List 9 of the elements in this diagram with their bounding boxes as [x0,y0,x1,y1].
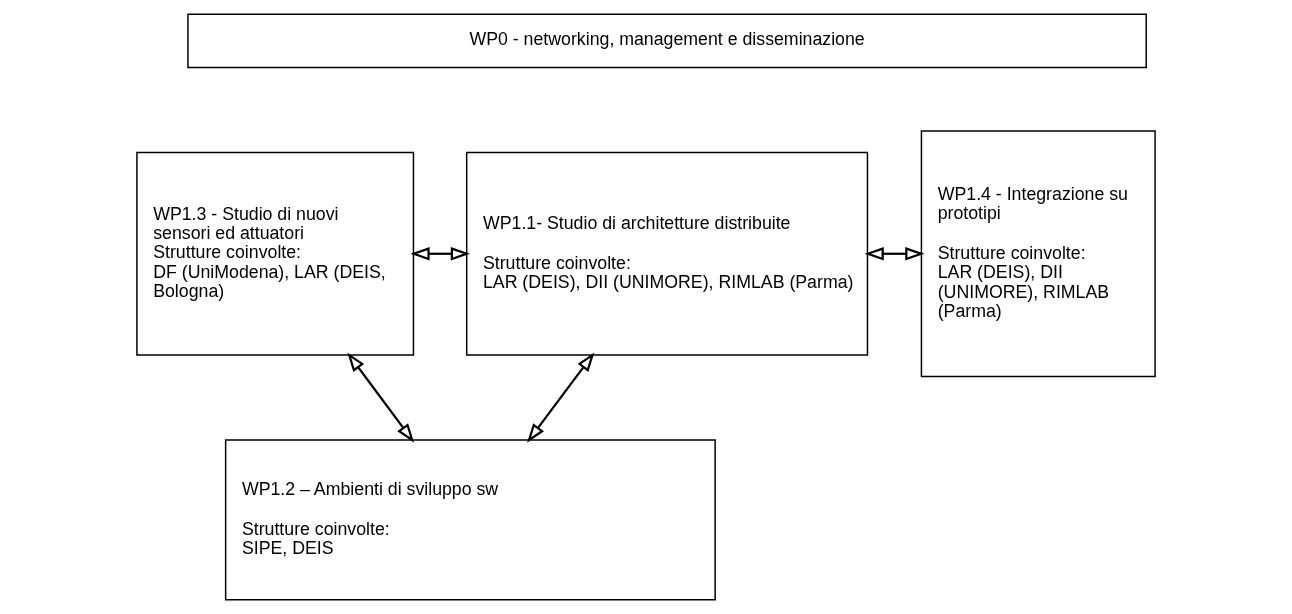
node-box: WP1.4 - Integrazione su prototipi Strutture coinvolte: LAR (DEIS), DII (UNIMORE), RIMLAB (Parma) [920,130,1156,378]
node-box: WP0 - networking, management e disseminazione [187,13,1147,69]
arrow [347,352,415,443]
node-box: WP1.1- Studio di architetture distribuite Strutture coinvolte: LAR (DEIS), DII (UNIMORE), RIMLAB (Parma) [465,151,869,356]
node-box: WP1.3 - Studio di nuovi sensori ed attuatori Strutture coinvolte: DF (UniModena), LAR (DEIS, Bologna) [136,151,415,356]
arrow [864,247,925,261]
arrow [527,352,595,443]
arrow [410,247,471,261]
node-box: WP1.2 – Ambienti di sviluppo sw Strutture coinvolte: SIPE, DEIS [224,439,716,601]
